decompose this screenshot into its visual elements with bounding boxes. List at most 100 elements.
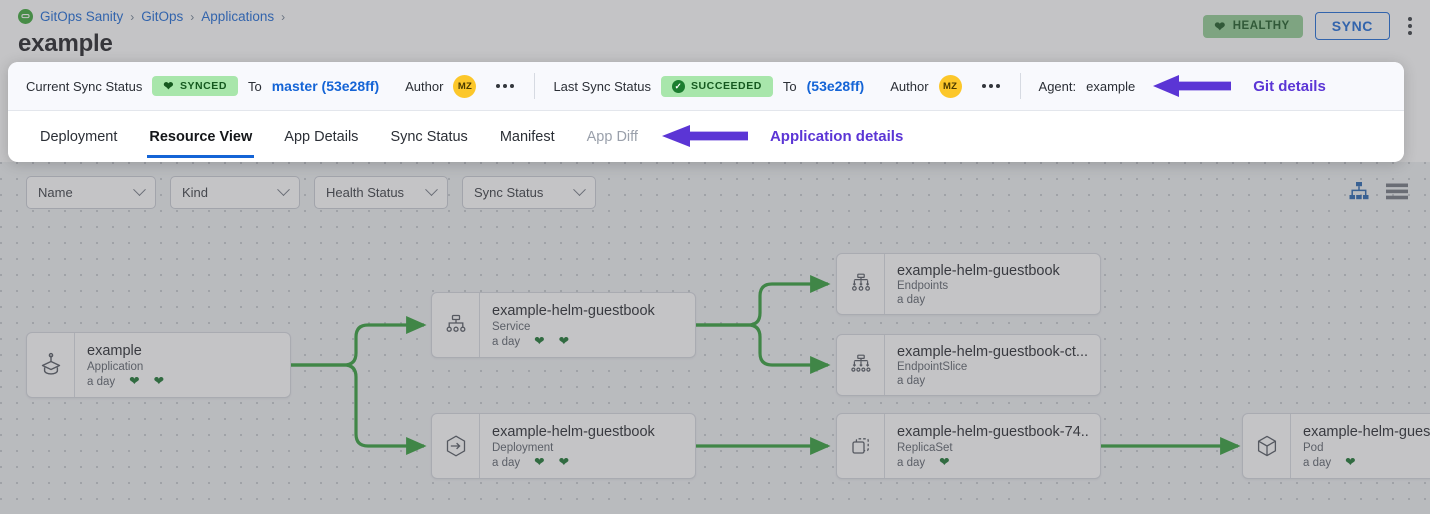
heart-icon: ❤ [558, 334, 570, 349]
tab-bar: Deployment Resource View App Details Syn… [8, 111, 1404, 161]
node-title: example-helm-guestbook [897, 263, 1060, 278]
git-details-annotation: Git details [1253, 77, 1326, 95]
last-revision-link[interactable]: (53e28ff) [806, 78, 865, 94]
graph-node-body: example-helm-guestbook-ct... EndpointSli… [885, 335, 1100, 395]
sync-button[interactable]: SYNC [1314, 12, 1390, 40]
application-detail-card: Current Sync Status ❤ SYNCED To master (… [8, 62, 1404, 162]
node-title: example-helm-guestbook [492, 303, 655, 320]
filter-kind-select[interactable]: Kind [170, 176, 300, 209]
last-sync-status-group: Last Sync Status ✓ SUCCEEDED To (53e28ff… [553, 74, 1002, 98]
resource-graph-area: Name Kind Health Status Sync Status [0, 162, 1430, 514]
agent-group: Agent: example [1039, 79, 1136, 94]
avatar[interactable]: MZ [453, 74, 477, 98]
node-age: a day [897, 375, 926, 387]
heart-icon: ❤ [534, 455, 545, 470]
more-horizontal-icon[interactable] [494, 80, 516, 92]
heart-icon: ❤ [1345, 455, 1356, 470]
node-meta: a day ❤ ❤ [492, 335, 685, 348]
pod-icon [1243, 414, 1291, 478]
health-badge-label: HEALTHY [1232, 20, 1290, 32]
tab-resource-view[interactable]: Resource View [133, 115, 268, 158]
tab-app-diff[interactable]: App Diff [586, 128, 638, 145]
breadcrumb-separator: › [130, 9, 135, 24]
graph-node-service[interactable]: example-helm-guestbook Service a day ❤ ❤ [431, 292, 696, 358]
heart-icon: ❤ [939, 455, 950, 470]
node-title: example [87, 343, 142, 360]
graph-node-application[interactable]: example Application a day ❤ ❤ [26, 332, 291, 398]
graph-node-body: example-helm-guestbook Service a day ❤ ❤ [480, 293, 695, 357]
tab-manifest[interactable]: Manifest [499, 128, 555, 145]
graph-node-pod[interactable]: example-helm-guest Pod a day ❤ [1242, 413, 1430, 479]
more-vertical-icon[interactable] [1402, 13, 1418, 39]
current-author-label: Author [405, 78, 444, 94]
node-title: example-helm-guestbook-74... [897, 424, 1090, 441]
node-title: example-helm-guestbook-ct... [897, 344, 1088, 359]
header-actions: ❤ HEALTHY SYNC [1203, 12, 1418, 40]
graph-node-deployment[interactable]: example-helm-guestbook Deployment a day … [431, 413, 696, 479]
filter-health-status-select[interactable]: Health Status [314, 176, 448, 209]
avatar[interactable]: MZ [938, 74, 962, 98]
agent-value: example [1086, 78, 1136, 94]
page-header: GitOps Sanity › GitOps › Applications › … [0, 0, 1430, 62]
chevron-down-icon [277, 183, 290, 197]
service-icon [432, 293, 480, 357]
graph-node-endpoints[interactable]: example-helm-guestbook Endpoints a day [836, 253, 1101, 315]
node-kind: Service [492, 321, 531, 334]
filter-row: Name Kind Health Status Sync Status [26, 176, 596, 209]
node-age: a day [897, 294, 926, 306]
node-age: a day [1303, 456, 1332, 469]
status-badge-health[interactable]: ❤ HEALTHY [1203, 14, 1303, 38]
last-to-label: To [782, 78, 797, 94]
graph-node-body: example Application a day ❤ ❤ [75, 333, 290, 397]
chevron-down-icon [573, 183, 586, 197]
check-circle-icon: ✓ [672, 79, 685, 93]
replicaset-icon [837, 414, 885, 478]
list-view-icon[interactable] [1386, 183, 1408, 200]
heart-icon: ❤ [163, 79, 174, 93]
sync-status-bar: Current Sync Status ❤ SYNCED To master (… [8, 62, 1404, 111]
tab-deployment[interactable]: Deployment [40, 128, 118, 145]
endpointslice-icon [837, 335, 885, 395]
breadcrumb-item-1[interactable]: GitOps [141, 9, 184, 24]
breadcrumb: GitOps Sanity › GitOps › Applications › [18, 9, 285, 24]
page-title: example [18, 30, 113, 57]
more-horizontal-icon[interactable] [980, 80, 1002, 92]
filter-name-label: Name [38, 185, 73, 200]
current-sync-status-chip: ❤ SYNCED [152, 76, 238, 96]
chevron-down-icon [133, 183, 146, 197]
breadcrumb-item-0[interactable]: GitOps Sanity [40, 9, 124, 24]
node-kind: ReplicaSet [897, 442, 953, 455]
graph-node-endpointslice[interactable]: example-helm-guestbook-ct... EndpointSli… [836, 334, 1101, 396]
filter-name-select[interactable]: Name [26, 176, 156, 209]
filter-health-status-label: Health Status [326, 185, 405, 200]
current-sync-status-group: Current Sync Status ❤ SYNCED To master (… [26, 74, 516, 98]
heart-icon: ❤ [1214, 18, 1226, 34]
node-age: a day [87, 375, 116, 388]
current-to-label: To [248, 78, 262, 94]
divider [534, 73, 536, 99]
tab-app-details[interactable]: App Details [284, 128, 359, 145]
current-sync-status-label: Current Sync Status [26, 78, 143, 94]
breadcrumb-separator: › [281, 9, 286, 24]
graph-node-replicaset[interactable]: example-helm-guestbook-74... ReplicaSet … [836, 413, 1101, 479]
view-toggle-group [1349, 182, 1408, 200]
current-revision-link[interactable]: master (53e28ff) [271, 78, 380, 94]
last-sync-status-chip: ✓ SUCCEEDED [661, 75, 773, 97]
graph-node-body: example-helm-guestbook Deployment a day … [480, 414, 695, 478]
node-meta: a day ❤ [897, 456, 1090, 469]
breadcrumb-item-2[interactable]: Applications [201, 9, 275, 24]
node-age: a day [897, 456, 926, 469]
endpoints-icon [837, 254, 885, 314]
filter-sync-status-select[interactable]: Sync Status [462, 176, 596, 209]
node-kind: Deployment [492, 442, 554, 455]
heart-icon: ❤ [558, 455, 570, 470]
heart-icon: ❤ [153, 374, 165, 389]
node-kind: EndpointSlice [897, 361, 968, 373]
tab-sync-status[interactable]: Sync Status [390, 128, 468, 145]
heart-icon: ❤ [129, 374, 140, 389]
application-details-annotation: Application details [769, 127, 904, 145]
node-title: example-helm-guestbook [492, 424, 655, 441]
tree-view-icon[interactable] [1349, 182, 1369, 200]
agent-label: Agent: [1038, 78, 1077, 94]
node-meta: a day [897, 375, 1090, 387]
